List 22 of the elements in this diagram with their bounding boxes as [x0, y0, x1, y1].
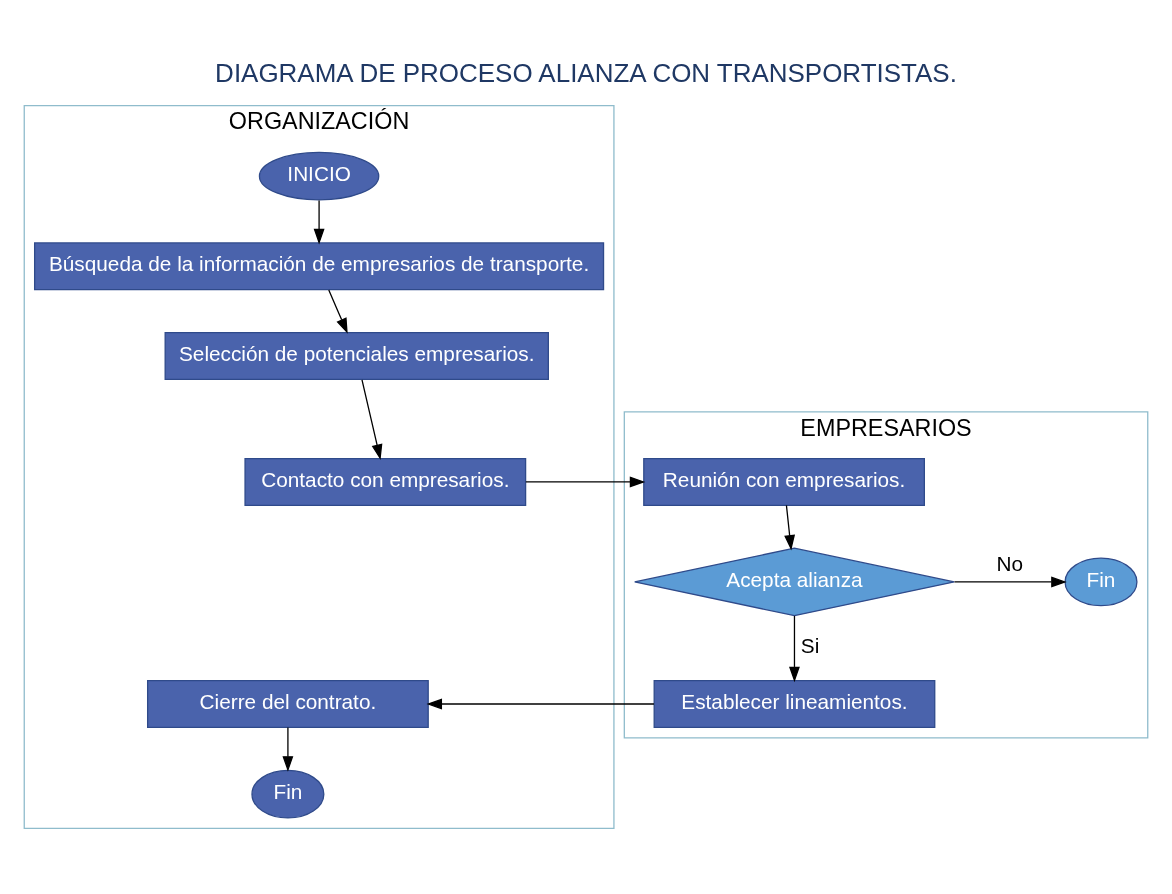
node-diamond: Acepta alianza: [634, 547, 955, 616]
arrow: [282, 726, 294, 772]
arrow: [953, 575, 1067, 587]
node-ellipse: INICIO: [258, 151, 380, 201]
arrow: [426, 698, 655, 709]
node-ellipse: Fin: [1064, 557, 1138, 606]
node-box: Establecer lineamientos.: [653, 679, 936, 728]
arrow: [784, 504, 796, 551]
node-box: Cierre del contrato.: [147, 679, 429, 728]
node-box: Reunión con empresarios.: [643, 457, 925, 506]
arrow: [328, 288, 348, 334]
node-ellipse: Fin: [251, 769, 325, 819]
node-box: Selección de potenciales empresarios.: [164, 331, 549, 380]
arrow: [789, 614, 800, 682]
arrow: [361, 378, 383, 460]
edge-label: No: [996, 551, 1023, 575]
diagram-title: DIAGRAMA DE PROCESO ALIANZA CON TRANSPORTISTAS.: [215, 57, 957, 88]
edge-label: Si: [800, 633, 820, 657]
node-box: Búsqueda de la información de empresarios de transporte.: [34, 241, 605, 290]
node-box: Contacto con empresarios.: [244, 457, 527, 506]
arrow: [313, 199, 325, 244]
arrow: [525, 475, 646, 487]
